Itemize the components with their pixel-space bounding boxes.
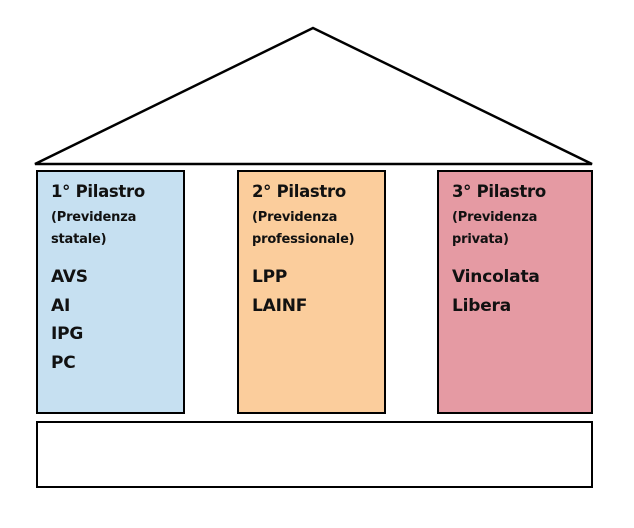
roof-triangle — [34, 26, 593, 166]
pillar-2: 2° Pilastro (Previdenza professionale) L… — [237, 170, 386, 414]
foundation-base — [36, 421, 593, 488]
pillar-3-subtitle-line1: (Previdenza — [452, 210, 538, 225]
pillar-2-item-lpp: LPP — [252, 267, 288, 287]
pillar-3-title: 3° Pilastro — [452, 182, 546, 201]
pillar-1-item-pc: PC — [51, 352, 76, 373]
pillar-1-subtitle: (Previdenza statale) — [51, 207, 183, 251]
pillar-2-subtitle-line2: professionale) — [252, 232, 355, 247]
roof-shape — [34, 26, 593, 166]
pillar-3-items: Vincolata Libera — [452, 263, 591, 320]
pillar-2-subtitle: (Previdenza professionale) — [252, 207, 384, 251]
pillar-3-subtitle-line2: privata) — [452, 232, 509, 247]
pillar-3-item-vincolata: Vincolata — [452, 267, 540, 287]
pillar-3-item-libera: Libera — [452, 295, 512, 316]
pillar-1-items: AVS AI IPG PC — [51, 263, 183, 377]
pillar-1-title: 1° Pilastro — [51, 182, 145, 201]
pillar-2-title: 2° Pilastro — [252, 182, 346, 201]
pillar-1-subtitle-line1: (Previdenza — [51, 210, 137, 225]
pillar-2-item-lainf: LAINF — [252, 295, 308, 316]
pillar-1: 1° Pilastro (Previdenza statale) AVS AI … — [36, 170, 185, 414]
pillar-1-item-ai: AI — [51, 295, 71, 316]
pillar-1-subtitle-line2: statale) — [51, 232, 107, 247]
pillar-2-subtitle-line1: (Previdenza — [252, 210, 338, 225]
pillar-1-item-avs: AVS — [51, 267, 88, 287]
pillar-1-item-ipg: IPG — [51, 324, 84, 344]
pillar-3-subtitle: (Previdenza privata) — [452, 207, 591, 251]
pillar-2-items: LPP LAINF — [252, 263, 384, 320]
pillar-3: 3° Pilastro (Previdenza privata) Vincola… — [437, 170, 593, 414]
